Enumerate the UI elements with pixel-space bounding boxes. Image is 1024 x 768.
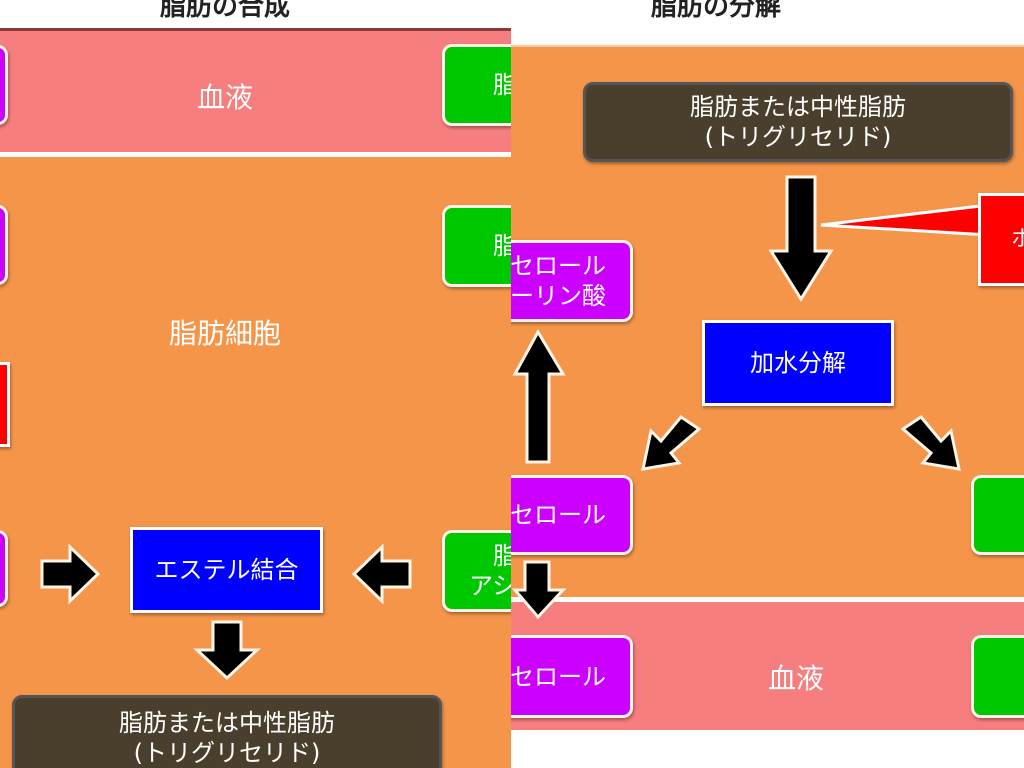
down-arrow-icon [768, 175, 834, 302]
green-box-mid [971, 475, 1024, 555]
purple-box-bottom [0, 530, 8, 607]
green-bottom-line2: アシ [469, 572, 511, 600]
purple-box-mid [0, 205, 8, 285]
synthesis-title: 脂肪の合成 [159, 0, 290, 22]
blood-label: 血液 [196, 81, 253, 114]
green-box-mid: 脂 [442, 205, 511, 287]
ester-bond-box: エステル結合 [130, 527, 323, 613]
down-arrow-icon [511, 560, 567, 620]
red-box [0, 362, 10, 447]
hormone-box: ホ [978, 193, 1024, 286]
breakdown-title: 脂肪の分解 [650, 0, 781, 22]
green-box-bottom: 脂 アシ [442, 530, 511, 612]
triglyceride-line1: 脂肪または中性脂肪 [119, 709, 335, 737]
synthesis-panel: 脂肪の合成 血液 脂肪細胞 脂 脂 脂 アシ エステル結合 脂肪または中性脂肪 … [0, 0, 511, 768]
down-left-arrow-icon [641, 415, 702, 471]
left-arrow-icon [351, 543, 412, 605]
triglyceride-line2: (トリグリセリド) [704, 123, 892, 151]
glycerol-phosphate-box: セロール ーリン酸 [511, 240, 633, 322]
triglyceride-line1: 脂肪または中性脂肪 [690, 93, 906, 121]
blood-label: 血液 [767, 662, 824, 695]
glycerol-phosphate-line2: ーリン酸 [511, 282, 606, 310]
triglyceride-box: 脂肪または中性脂肪 (トリグリセリド) [12, 695, 442, 768]
green-box-top: 脂 [442, 44, 511, 126]
divider [0, 152, 511, 157]
callout-pointer [820, 203, 991, 237]
green-box-bottom [971, 635, 1024, 718]
up-arrow-icon [512, 328, 566, 464]
down-right-arrow-icon [900, 415, 961, 471]
breakdown-panel: 脂肪の分解 脂肪または中性脂肪 (トリグリセリド) ホ セロール ーリン酸 加水… [511, 0, 1024, 768]
purple-box-top [0, 45, 8, 125]
triglyceride-box: 脂肪または中性脂肪 (トリグリセリド) [583, 82, 1013, 162]
down-arrow-icon [193, 620, 261, 681]
green-bottom-line1: 脂 [469, 541, 511, 571]
title-area [0, 0, 511, 28]
glycerol-box: セロール [511, 475, 633, 555]
cell-label: 脂肪細胞 [168, 317, 281, 350]
divider [511, 597, 1024, 602]
glycerol-phosphate-line1: セロール [511, 252, 606, 280]
blood-band [0, 28, 511, 152]
triglyceride-line2: (トリグリセリド) [133, 739, 321, 767]
right-arrow-icon [40, 543, 101, 605]
hydrolysis-box: 加水分解 [702, 320, 894, 406]
glycerol-blood-box: セロール [511, 635, 633, 718]
